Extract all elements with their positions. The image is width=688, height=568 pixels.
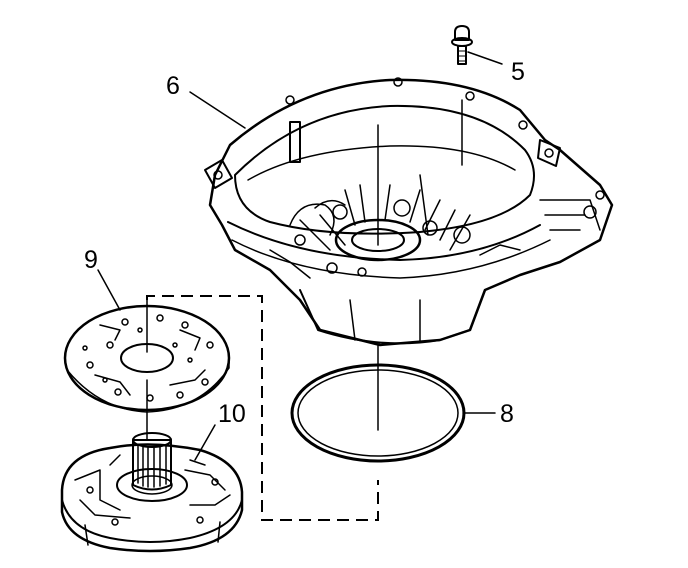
plate-leader-line [97,269,121,311]
callout-plate-label: 9 [84,246,98,274]
alignment-dashed-line [146,295,379,521]
transmission-case [204,77,614,347]
pump-leader-line [194,424,216,461]
callout-seal-label: 8 [500,400,514,428]
callout-bolt-label: 5 [511,58,525,86]
bolt-leader-line [467,51,503,65]
callout-pump-label: 10 [218,400,246,428]
callout-case-label: 6 [166,72,180,100]
case-leader-line [189,91,246,129]
pump-assembly [60,432,244,553]
bolt [451,25,473,65]
